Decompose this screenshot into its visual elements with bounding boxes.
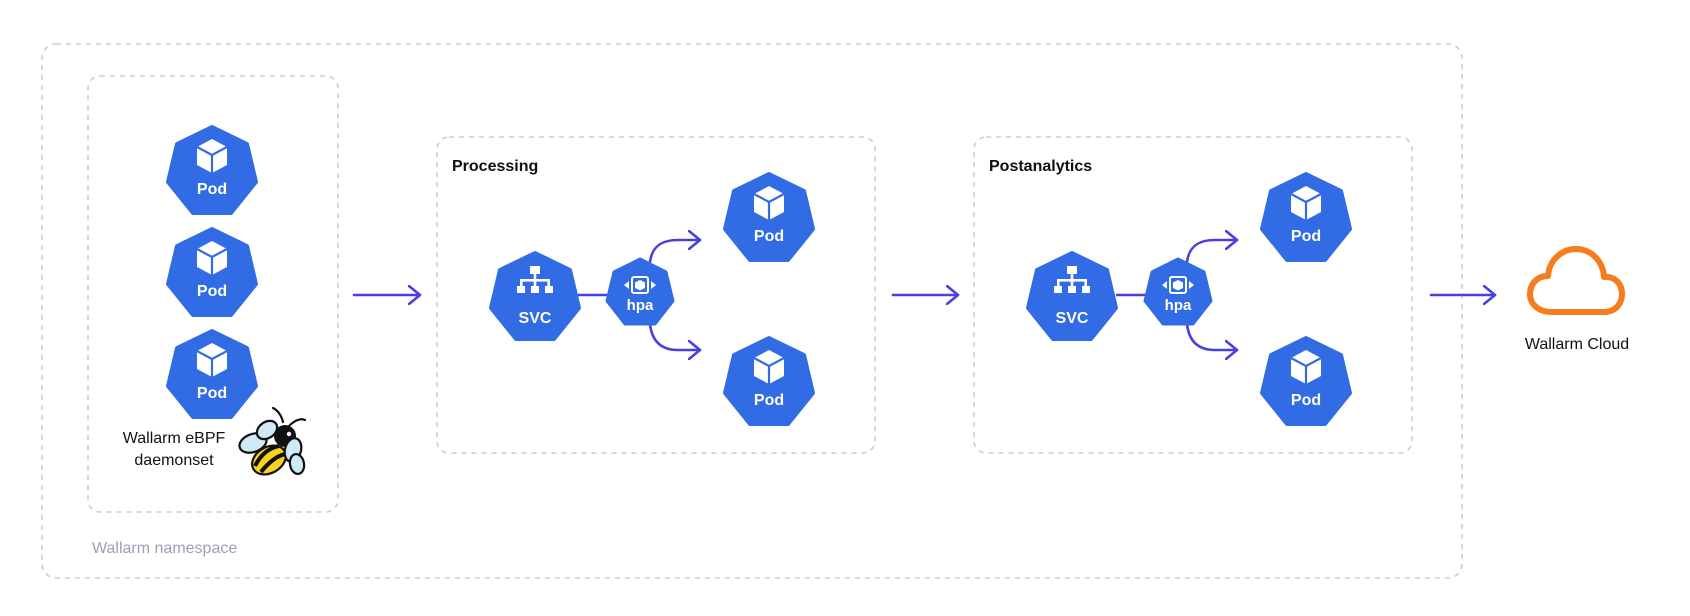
processing-pod: Pod [723, 336, 815, 426]
postanalytics-pod: Pod [1260, 336, 1352, 426]
svc-node: SVC [1026, 251, 1118, 341]
bee-icon [238, 406, 307, 476]
cloud-label: Wallarm Cloud [1525, 336, 1629, 353]
processing-box [436, 136, 876, 454]
hpa-scale-arrow [1185, 240, 1239, 264]
pod-label: Pod [1291, 392, 1321, 409]
daemonset-pod: Pod [166, 125, 258, 215]
postanalytics-box [973, 136, 1413, 454]
pod-label: Pod [754, 392, 784, 409]
processing-title: Processing [452, 158, 538, 175]
hpa-node: hpa [1143, 257, 1213, 326]
postanalytics-pod: Pod [1260, 172, 1352, 262]
pod-label: Pod [197, 181, 227, 198]
hpa-scale-arrow [1185, 322, 1239, 350]
daemonset-pod: Pod [166, 329, 258, 419]
namespace-label: Wallarm namespace [92, 540, 237, 557]
daemonset-box [87, 75, 339, 513]
pod-label: Pod [197, 385, 227, 402]
hpa-label: hpa [627, 297, 654, 314]
svc-node: SVC [489, 251, 581, 341]
hpa-node: hpa [605, 257, 675, 326]
hpa-scale-arrow [648, 240, 702, 264]
postanalytics-title: Postanalytics [989, 158, 1092, 175]
pod-label: Pod [754, 228, 784, 245]
daemonset-label-line1: Wallarm eBPF [123, 430, 226, 447]
cloud-icon [1527, 246, 1625, 315]
pod-label: Pod [197, 283, 227, 300]
pod-label: Pod [1291, 228, 1321, 245]
daemonset-label-line2: daemonset [134, 452, 214, 469]
svc-label: SVC [519, 310, 552, 327]
hpa-scale-arrow [648, 322, 702, 350]
processing-pod: Pod [723, 172, 815, 262]
svc-label: SVC [1056, 310, 1089, 327]
namespace-container [41, 43, 1463, 579]
daemonset-pod: Pod [166, 227, 258, 317]
hpa-label: hpa [1165, 297, 1192, 314]
